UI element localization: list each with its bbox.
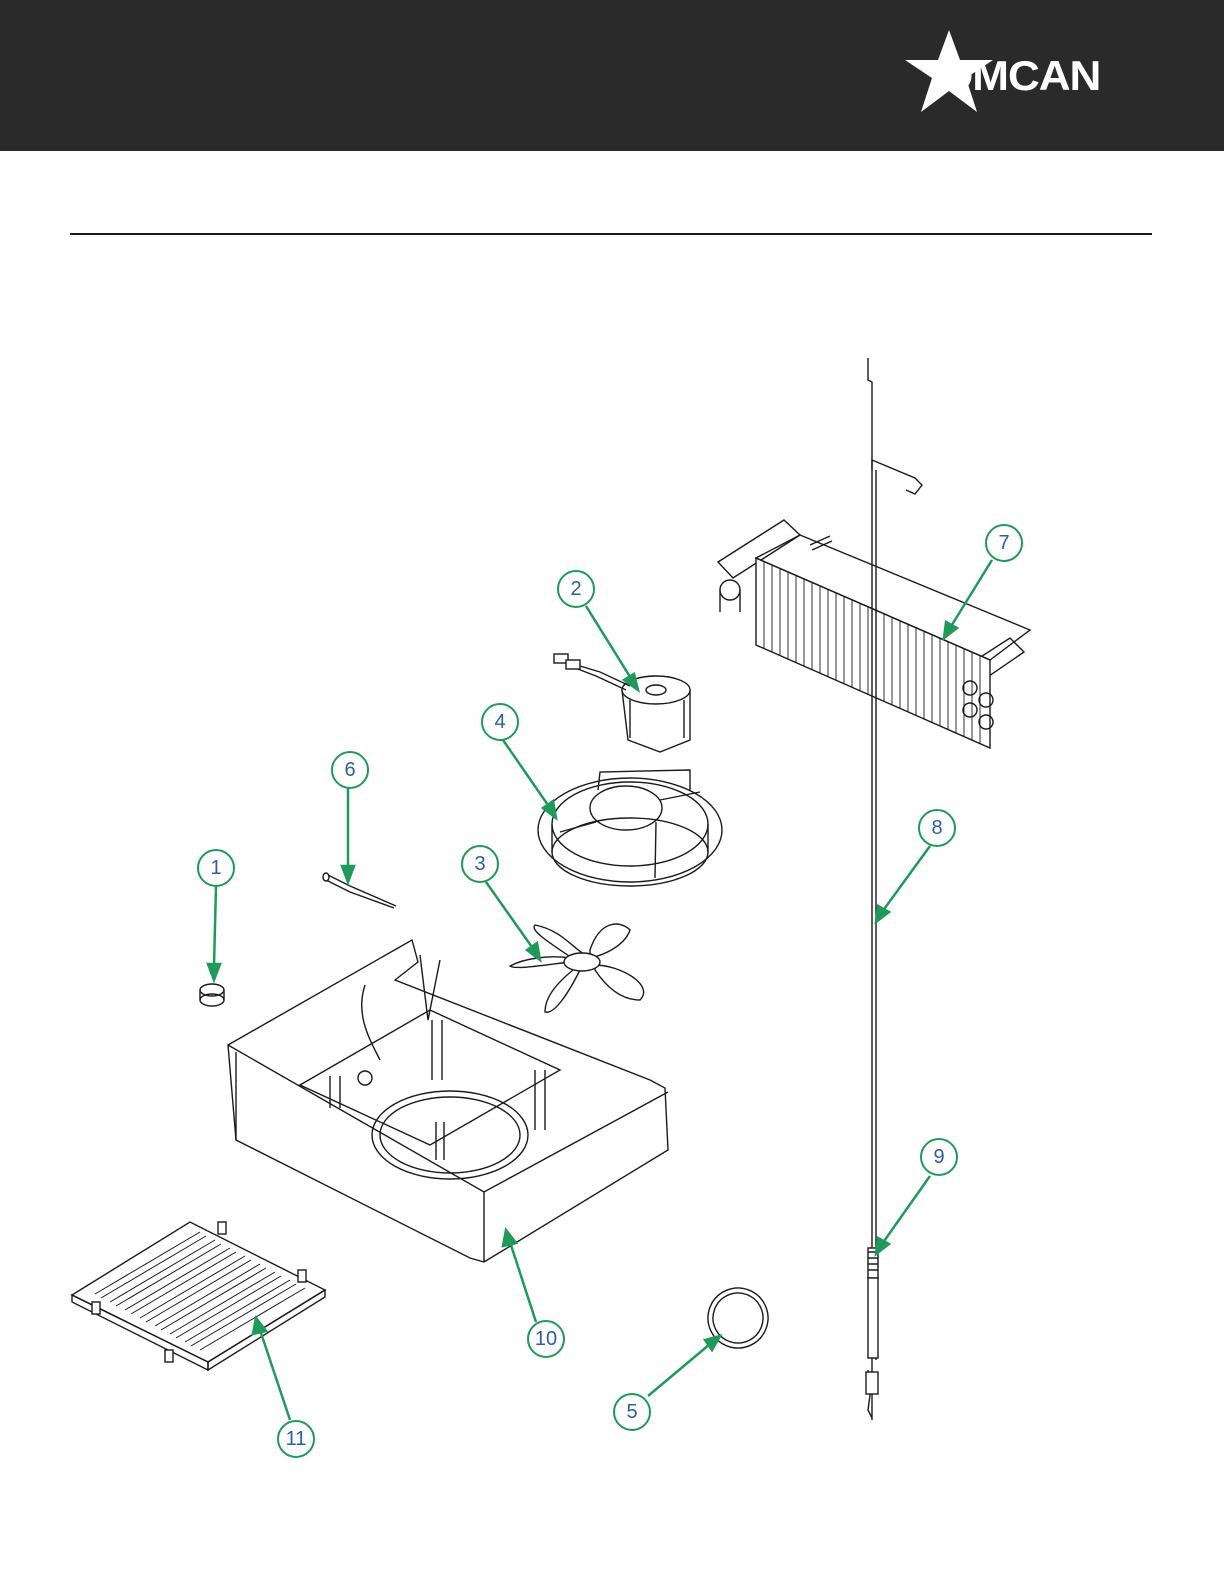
grommet-icon (200, 984, 224, 1006)
callout-part-6: 6 (331, 751, 369, 789)
header-divider (70, 233, 1152, 235)
fan-blade-icon (510, 924, 644, 1012)
header-bar: OMCAN (0, 0, 1224, 151)
callout-part-3: 3 (461, 845, 499, 883)
callout-part-9: 9 (920, 1138, 958, 1176)
cover-grille-icon (72, 1222, 325, 1370)
callout-part-5: 5 (613, 1393, 651, 1431)
fan-motor-icon (554, 654, 690, 752)
omcan-logo: OMCAN (905, 30, 1145, 122)
temperature-probe-icon (323, 873, 396, 908)
callout-part-8: 8 (918, 809, 956, 847)
callout-part-4: 4 (481, 703, 519, 741)
callout-part-7: 7 (985, 524, 1023, 562)
heater-wire-icon (866, 1248, 878, 1394)
fan-bracket-icon (538, 770, 722, 886)
callout-part-10: 10 (527, 1320, 565, 1358)
evaporator-housing-icon (228, 940, 668, 1262)
callout-part-1: 1 (197, 849, 235, 887)
logo-wordmark: OMCAN (939, 52, 1100, 100)
exploded-parts-diagram (0, 340, 1224, 1450)
callout-part-2: 2 (557, 570, 595, 608)
evaporator-coil-icon (718, 520, 1030, 748)
callout-part-11: 11 (277, 1420, 315, 1458)
